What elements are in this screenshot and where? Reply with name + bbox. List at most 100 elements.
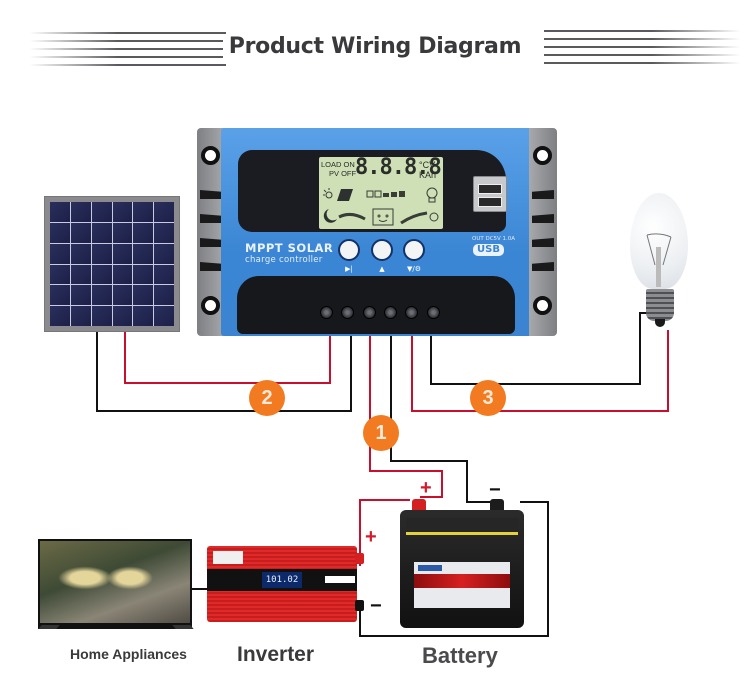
- battery-label-stripe: [414, 574, 510, 588]
- solar-cell: [154, 202, 174, 222]
- inverter: 101.02: [207, 546, 357, 622]
- solar-cell: [154, 285, 174, 306]
- solar-cell: [154, 243, 174, 264]
- heatsink-fin: [200, 262, 222, 271]
- terminal-solar-negative: [341, 306, 354, 319]
- usb-ports: [473, 176, 507, 212]
- flow-arrow-left-icon: [338, 212, 366, 221]
- solar-cell: [50, 222, 70, 243]
- wire-solar-positive: [124, 332, 331, 384]
- solar-cell: [50, 202, 70, 222]
- solar-cell: [133, 306, 154, 326]
- terminal-load-positive: [405, 306, 418, 319]
- lightbulb-icon: [426, 187, 438, 203]
- heatsink-fin: [200, 238, 222, 247]
- solar-cell: [154, 222, 174, 243]
- connection-badge-2: 2: [249, 380, 285, 416]
- terminal-battery-negative: [384, 306, 397, 319]
- solar-cell: [50, 285, 70, 306]
- menu-button[interactable]: [338, 239, 360, 261]
- usb-badge: USB: [473, 244, 504, 256]
- battery-positive-sign: +: [420, 477, 432, 499]
- solar-cell: [133, 264, 154, 285]
- wire-battery-negative: [390, 336, 497, 503]
- bulb-filament: [646, 233, 672, 287]
- tv-stand-leg: [172, 625, 194, 629]
- solar-cell: [112, 264, 133, 285]
- lcd-load-status: LOAD ON: [321, 160, 355, 169]
- inverter-sticker: [213, 551, 243, 564]
- inverter-positive-sign: +: [365, 526, 377, 548]
- lcd-unit-2: KAh: [419, 170, 437, 180]
- solar-cell: [112, 306, 133, 326]
- controller-heatsink-right: [529, 128, 557, 336]
- solar-cell: [112, 202, 133, 222]
- mounting-hole: [201, 296, 220, 315]
- battery-positive-post: [412, 499, 426, 511]
- page-title: Product Wiring Diagram: [0, 34, 750, 59]
- clock-icon: [429, 212, 439, 222]
- solar-cell: [70, 285, 91, 306]
- terminal-block: [237, 276, 515, 334]
- down-button[interactable]: [403, 239, 425, 261]
- solar-cell: [91, 222, 112, 243]
- heatsink-fin: [532, 238, 554, 247]
- battery-face-icon: [372, 208, 394, 226]
- battery-level-icon: [366, 190, 405, 198]
- solar-cell: [91, 243, 112, 264]
- tv-screen: [40, 541, 190, 623]
- header-decorative-lines-left: [30, 32, 226, 66]
- controller-brand: MPPT SOLAR: [245, 241, 334, 255]
- heatsink-fin: [200, 190, 222, 199]
- wire-load-negative: [430, 312, 650, 385]
- solar-panel: [44, 196, 180, 332]
- terminal-battery-positive: [363, 306, 376, 319]
- solar-cell: [112, 285, 133, 306]
- solar-cell: [154, 264, 174, 285]
- inverter-negative-terminal: [355, 600, 364, 611]
- moon-icon: [323, 209, 337, 223]
- usb-port: [478, 197, 502, 207]
- heatsink-fin: [532, 262, 554, 271]
- solar-cell: [50, 243, 70, 264]
- terminal-load-negative: [427, 306, 440, 319]
- solar-cell: [154, 306, 174, 326]
- bulb-socket: [646, 289, 674, 321]
- solar-cell: [50, 306, 70, 326]
- solar-cell: [112, 222, 133, 243]
- inverter-display: 101.02: [262, 572, 302, 588]
- wire-inverter-positive: [359, 499, 410, 566]
- up-button-label: ▲: [379, 265, 385, 273]
- heatsink-fin: [200, 214, 222, 223]
- menu-button-label: ▶|: [345, 265, 353, 273]
- solar-cell: [91, 306, 112, 326]
- inverter-positive-terminal: [355, 553, 364, 564]
- battery: [400, 510, 524, 628]
- mounting-hole: [201, 146, 220, 165]
- heatsink-fin: [532, 190, 554, 199]
- lcd-digits: 8.8.8.8: [355, 155, 442, 180]
- wire-solar-negative: [96, 332, 352, 412]
- solar-cell: [133, 243, 154, 264]
- connection-badge-1: 1: [363, 415, 399, 451]
- tv-stand-leg: [38, 625, 60, 629]
- bulb-tip: [655, 319, 665, 327]
- up-button[interactable]: [371, 239, 393, 261]
- solar-cell: [91, 285, 112, 306]
- television: [38, 539, 192, 629]
- lcd-icons: [323, 187, 439, 226]
- inverter-label: Inverter: [237, 643, 315, 666]
- down-button-label: ▼/⚙: [406, 265, 422, 273]
- solar-panel-icon: [337, 189, 353, 201]
- solar-cell: [70, 243, 91, 264]
- battery-logo: [418, 565, 442, 571]
- heatsink-fin: [532, 214, 554, 223]
- solar-cell: [112, 243, 133, 264]
- lcd-pv-status: PV OFF: [329, 169, 357, 178]
- controller-heatsink-left: [197, 128, 225, 336]
- solar-cell: [70, 264, 91, 285]
- terminal-solar-positive: [320, 306, 333, 319]
- mounting-hole: [533, 146, 552, 165]
- mppt-charge-controller: LOAD ON PV OFF 8.8.8.8 °CV KAh MPPT SOLA…: [197, 128, 557, 336]
- solar-cell: [70, 306, 91, 326]
